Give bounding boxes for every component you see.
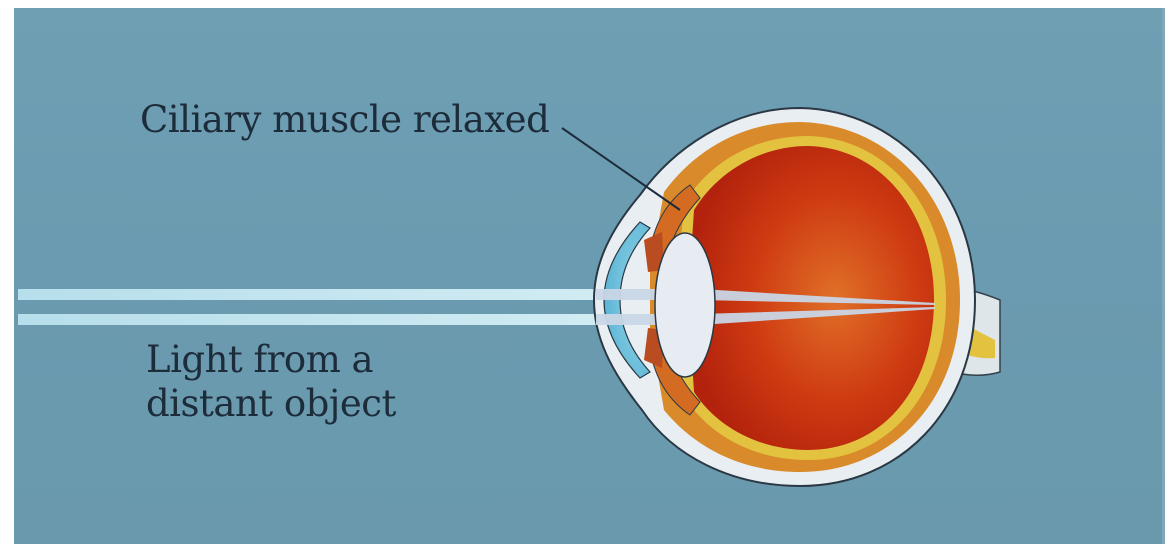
light-label-line-2: distant object xyxy=(146,382,396,426)
incoming-light-rays xyxy=(18,289,658,325)
light-ray-lower xyxy=(18,314,658,325)
ciliary-muscle-label: Ciliary muscle relaxed xyxy=(140,98,549,142)
light-source-label: Light from a distant object xyxy=(146,338,396,426)
lens xyxy=(655,233,715,377)
light-label-line-1: Light from a xyxy=(146,338,396,382)
light-ray-upper xyxy=(18,289,658,300)
